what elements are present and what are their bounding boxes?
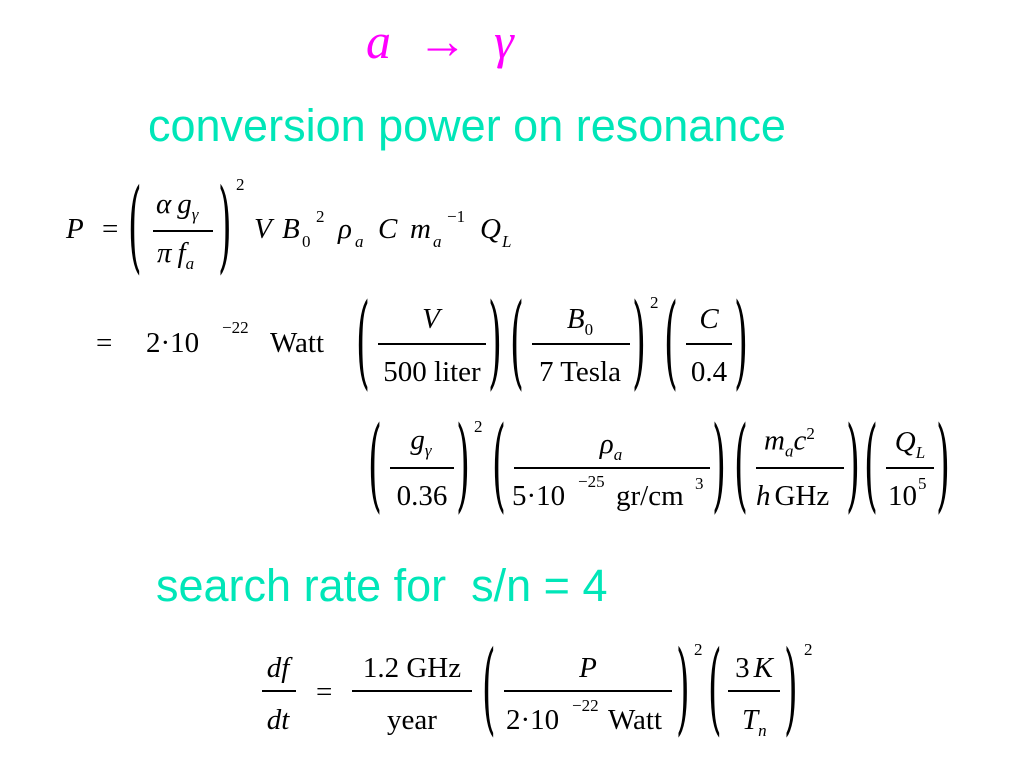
eq2-f1-den: 500 liter [383, 356, 481, 388]
eq1-m-exp: −1 [447, 207, 466, 226]
eq1-B-sub: 0 [302, 232, 311, 251]
eq4-f2-den-coef: 2·10 [506, 704, 560, 736]
eq4-f3-rparen: ) [784, 629, 798, 746]
eq2-f1-lparen: ( [356, 282, 370, 401]
eq1-V: V [254, 213, 272, 245]
eq2-f2-num: B0 [566, 303, 594, 339]
eq4-f3-exp: 2 [804, 640, 813, 659]
eq2-coef-exp: −22 [222, 318, 249, 337]
eq2-unit: Watt [270, 327, 325, 359]
eq2-f3-rparen: ) [734, 282, 748, 401]
eq4-f3-lparen: ( [708, 629, 722, 746]
eq1-exp: 2 [236, 175, 245, 194]
eq2-f2-lparen: ( [510, 282, 524, 401]
eq4-f1-num: 1.2 GHz [362, 652, 462, 684]
eq3-f4-lparen: ( [864, 405, 878, 524]
eq4-f2-lparen: ( [482, 629, 496, 746]
eq2-f3-lparen: ( [664, 282, 678, 401]
eq3-f4-den: 10 [888, 480, 917, 512]
eq2-f2-den: 7 Tesla [538, 356, 621, 388]
eq3-f2-den-coef: 5·10 [512, 480, 566, 512]
eq1-frac-bar [153, 230, 213, 232]
eq2-f3-num: C [699, 303, 719, 335]
eq4-f2-den-exp: −22 [572, 696, 599, 715]
eq1-lhs: P [66, 213, 84, 245]
eq2-f1-num: V [422, 303, 440, 335]
eq1-Q: Q [480, 213, 501, 245]
eq3-f2-num: ρa [599, 428, 623, 464]
eq3-f3-rparen: ) [846, 405, 860, 524]
eq1-Q-sub: L [502, 232, 512, 251]
eq1-equals: = [102, 213, 119, 245]
eq2-f2-bar [532, 343, 630, 345]
eq3-f4-rparen: ) [936, 405, 950, 524]
eq4-lhs-den: dt [266, 704, 290, 736]
eq4-f2-den-unit: Watt [608, 704, 663, 736]
heading-conversion-power: conversion power on resonance [148, 100, 786, 151]
eq4-f1-bar [352, 690, 472, 692]
eq4-f2-bar [504, 690, 672, 692]
eq3-f2-den-exp: −25 [578, 472, 605, 491]
eq4-f3-den: Tn [742, 704, 767, 740]
eq3-f1-num: gγ [410, 424, 432, 460]
title-formula: a → γ [366, 12, 514, 70]
eq3-f1-lparen: ( [368, 405, 382, 524]
eq3-f4-bar [886, 467, 934, 469]
eq1-B: B [282, 213, 300, 245]
eq2-f2-rparen: ) [632, 282, 646, 401]
eq3-f1-bar [390, 467, 454, 469]
title-arrow: → [417, 13, 468, 69]
eq4-f2-num: P [579, 652, 597, 684]
eq3-f1-exp: 2 [474, 417, 483, 436]
eq3-f1-rparen: ) [456, 405, 470, 524]
eq4-lhs-num: df [266, 652, 290, 684]
eq3-f3-bar [756, 467, 844, 469]
eq2-f2-exp: 2 [650, 293, 659, 312]
eq1-B-exp: 2 [316, 207, 325, 226]
eq1-rparen: ) [218, 167, 232, 284]
eq3-f4-den-exp: 5 [918, 474, 927, 493]
eq2-f3-den: 0.4 [690, 356, 728, 388]
eq1-rho: ρ [338, 213, 352, 245]
heading-search-rate: search rate for s/n = 4 [156, 560, 608, 611]
eq1-lparen: ( [128, 167, 142, 284]
eq4-f3-bar [728, 690, 780, 692]
eq3-f2-den-unit-exp: 3 [695, 474, 704, 493]
eq3-f2-den-unit: gr/cm [616, 480, 684, 512]
eq3-f3-num: mac2 [764, 424, 815, 461]
eq4-lhs-bar [262, 690, 296, 692]
eq3-f2-lparen: ( [492, 405, 506, 524]
title-gamma: γ [494, 13, 514, 69]
eq2-equals: = [96, 327, 113, 359]
eq1-m: m [410, 213, 431, 245]
eq1-rho-sub: a [355, 232, 364, 251]
eq2-coef: 2·10 [146, 327, 200, 359]
eq2-f1-bar [378, 343, 486, 345]
eq1-m-sub: a [433, 232, 442, 251]
eq4-equals: = [316, 676, 333, 708]
eq3-f1-den: 0.36 [396, 480, 448, 512]
eq2-f1-rparen: ) [488, 282, 502, 401]
eq3-f2-rparen: ) [712, 405, 726, 524]
eq4-f2-exp: 2 [694, 640, 703, 659]
title-a: a [366, 13, 391, 69]
eq3-f4-num: QL [894, 426, 926, 462]
eq3-f3-lparen: ( [734, 405, 748, 524]
eq2-f3-bar [686, 343, 732, 345]
eq4-f2-rparen: ) [676, 629, 690, 746]
eq4-f1-den: year [387, 704, 437, 736]
eq3-f2-bar [514, 467, 710, 469]
eq1-C: C [378, 213, 398, 245]
